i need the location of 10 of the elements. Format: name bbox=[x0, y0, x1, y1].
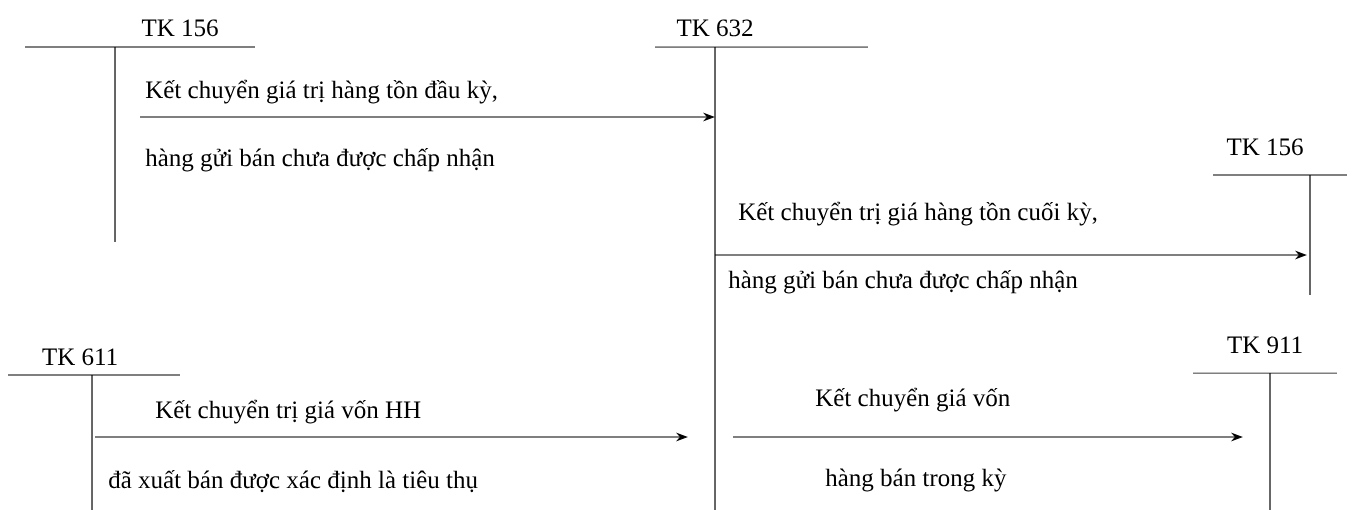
note-text: hàng gửi bán chưa được chấp nhận bbox=[728, 269, 1078, 294]
t-account: TK 156 bbox=[1212, 138, 1348, 296]
edge-label: Kết chuyển trị giá hàng tồn cuối kỳ, bbox=[738, 201, 1097, 226]
note-text: đã xuất bán được xác định là tiêu thụ bbox=[109, 469, 478, 493]
edge-label: Kết chuyển giá vốn bbox=[815, 387, 1010, 412]
edge-label: Kết chuyển giá trị hàng tồn đầu kỳ, bbox=[145, 79, 497, 104]
t-account: TK 911 bbox=[1192, 336, 1338, 510]
note-text: hàng bán trong kỳ bbox=[825, 468, 1007, 492]
edge-label: Kết chuyển trị giá vốn HH bbox=[155, 399, 421, 424]
note-text: hàng gửi bán chưa được chấp nhận bbox=[145, 147, 495, 172]
